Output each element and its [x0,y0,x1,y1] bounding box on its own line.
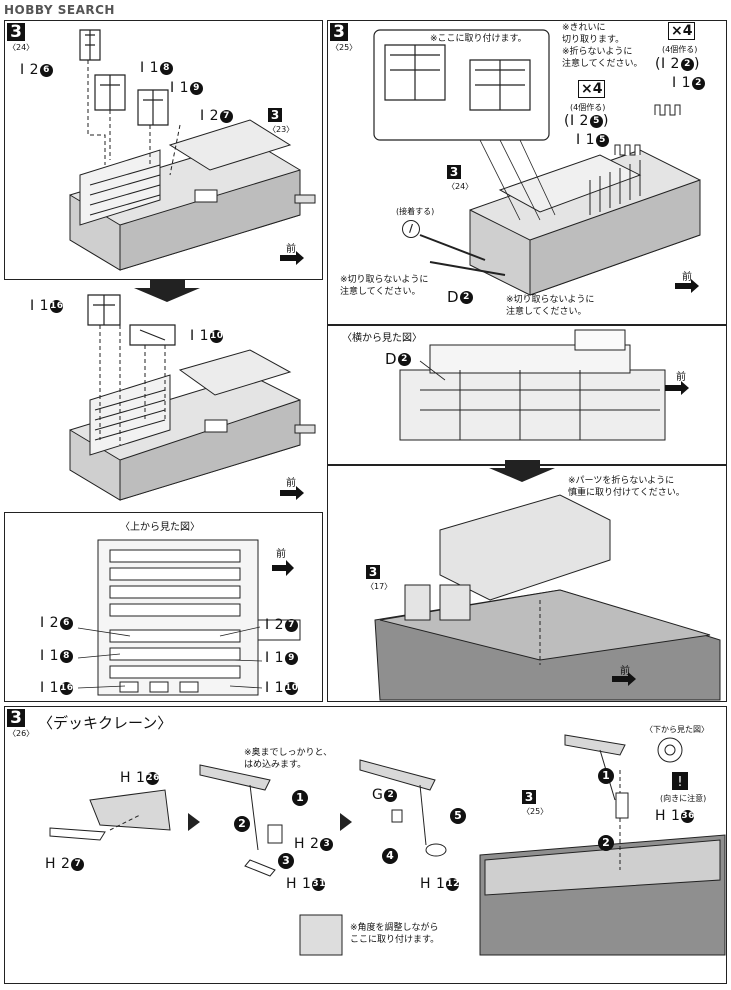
panel-step-25c [327,465,727,702]
top-label-i110: I 110 [265,680,299,696]
x4-sub-a: (4個作る) [662,45,698,54]
top-view-drawing [97,539,301,696]
front-label: 前 [286,478,296,489]
part-label-h126: H 126 [120,770,160,786]
panel-step-25 [327,20,727,325]
hobby-search-logo: HOBBY SEARCH [4,3,115,17]
ref-step: 3 [522,790,536,804]
step-number: 3 [7,709,25,727]
note-clean-cut: ※きれいに 切り取ります。 ※折らないように 注意してください。 [562,23,643,69]
part-label-i116: I 116 [30,298,64,314]
ref-sub: 〈17〉 [366,582,393,591]
ref-step: 3 [366,565,380,579]
callout-box [373,29,550,141]
part-label-h112: H 112 [420,876,460,892]
x4-badge-b: ×4 [578,80,606,98]
step-sub: 〈25〉 [331,43,358,52]
step-sub: 〈24〉 [8,43,35,52]
x4-sub-b: (4個作る) [570,103,606,112]
note-careful: ※パーツを折らないように 慎重に取り付けてください。 [568,476,685,498]
glue-brush-icon: / [402,220,420,238]
note-dont-cut-1: ※切り取らないように 注意してください。 [340,275,429,297]
note-push-fully: ※奥までしっかりと、 はめ込みます。 [244,748,333,770]
small-rails [614,104,681,156]
caution-icon [672,772,688,790]
step-circle-5: 5 [450,808,466,824]
ship-hull-17 [374,494,721,701]
ref-sub: 〈24〉 [447,182,474,191]
down-arrow-1 [134,280,200,302]
front-label: 前 [620,666,630,677]
panel-step-24 [4,20,323,280]
panel-side-view [327,325,727,465]
ref-sub: 〈25〉 [522,807,549,816]
side-view-drawing [399,329,666,441]
front-arrow [280,251,304,265]
note-dont-cut-2: ※切り取らないように 注意してください。 [506,295,595,317]
bottom-view-title: 〈下から見た図〉 [645,725,709,734]
panel-step-26 [4,706,727,984]
hull-block-24b [69,349,316,501]
step-circle-4: 4 [382,848,398,864]
note-adjust-angle: ※角度を調整しながら ここに取り付けます。 [350,923,440,945]
hull-block-25 [469,149,701,296]
callout-note: ※ここに取り付けます。 [430,34,527,44]
step-number: 3 [330,23,348,41]
step-circle-1: 1 [292,790,308,806]
front-label: 前 [286,244,296,255]
step-sub: 〈26〉 [8,729,35,738]
ref-step: 3 [447,165,461,179]
step-circle-2: 2 [234,816,250,832]
ref-sub: 〈23〉 [268,125,295,134]
step-number: 3 [7,23,25,41]
front-label: 前 [682,272,692,283]
top-view-title: 〈上から見た図〉 [120,522,200,533]
svg-text:!: ! [677,775,682,790]
x4-badge-a: ×4 [668,22,696,40]
side-view-title: 〈横から見た図〉 [342,333,422,344]
front-label: 前 [676,372,686,383]
ref-step: 3 [268,108,282,122]
part-label-i110: I 110 [190,328,224,344]
front-label: 前 [276,549,286,560]
frame-parts-24 [79,29,169,126]
step-circle-1b: 1 [598,768,614,784]
panel-top-view [4,512,323,702]
crane-parts [49,734,726,956]
step-circle-2b: 2 [598,835,614,851]
glue-note: (接着する) [396,207,435,216]
step-circle-3: 3 [278,853,294,869]
part-label-h131: H 131 [286,876,326,892]
deck-crane-title: 〈デッキクレーン〉 [38,714,173,732]
hull-block-24 [69,119,316,271]
part-label-h136: H 136 [655,808,695,824]
top-label-i116: I 116 [40,680,74,696]
frame-parts-24b [87,294,176,346]
caution-orientation: (向きに注意) [660,794,707,803]
